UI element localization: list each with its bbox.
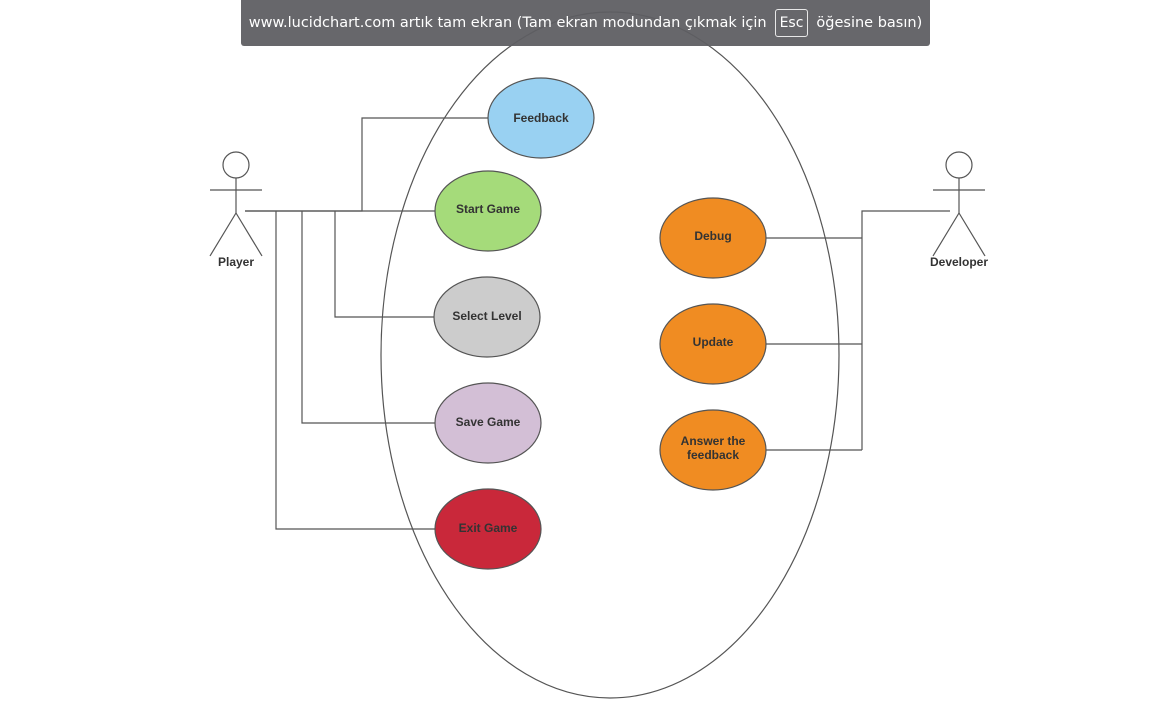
developer-connectors (765, 210, 950, 451)
use-case-label: Debug (694, 229, 731, 243)
actor-label-developer: Developer (930, 255, 988, 269)
use-case-label: Update (693, 335, 734, 349)
use-case-select-level[interactable]: Select Level (433, 276, 541, 358)
connector-developer-main[interactable] (861, 210, 950, 450)
use-case-label: Select Level (452, 309, 521, 323)
use-case-start-game[interactable]: Start Game (434, 170, 542, 252)
esc-key-badge: Esc (774, 9, 809, 37)
fullscreen-message-start: www.lucidchart.com artık tam ekran (Tam … (248, 15, 767, 31)
use-case-label-line-1: Answer the (681, 434, 746, 448)
stick-figure-icon (209, 151, 263, 257)
use-case-exit-game[interactable]: Exit Game (434, 488, 542, 570)
use-case-label: Save Game (456, 415, 521, 429)
use-case-label-line-2: feedback (687, 448, 739, 462)
actor-label-player: Player (218, 255, 254, 269)
use-case-debug[interactable]: Debug (659, 197, 767, 279)
actor-developer[interactable]: Developer (930, 151, 988, 269)
use-case-label: Start Game (456, 202, 520, 216)
fullscreen-notification-banner: www.lucidchart.com artık tam ekran (Tam … (241, 0, 930, 46)
connector-player-select-level[interactable] (334, 211, 435, 318)
player-connectors (245, 117, 489, 530)
actor-player[interactable]: Player (209, 151, 263, 269)
use-case-save-game[interactable]: Save Game (434, 382, 542, 464)
use-case-update[interactable]: Update (659, 303, 767, 385)
stick-figure-icon (932, 151, 986, 257)
use-case-answer-the-feedback[interactable]: Answer the feedback (659, 409, 767, 491)
use-case-label: Feedback (513, 111, 569, 125)
connector-player-exit-game[interactable] (275, 211, 436, 530)
use-case-label: Exit Game (459, 521, 518, 535)
system-boundary[interactable] (380, 11, 840, 699)
use-case-feedback[interactable]: Feedback (487, 77, 595, 159)
connector-player-save-game[interactable] (301, 211, 437, 424)
fullscreen-message-end: öğesine basın) (816, 15, 923, 31)
